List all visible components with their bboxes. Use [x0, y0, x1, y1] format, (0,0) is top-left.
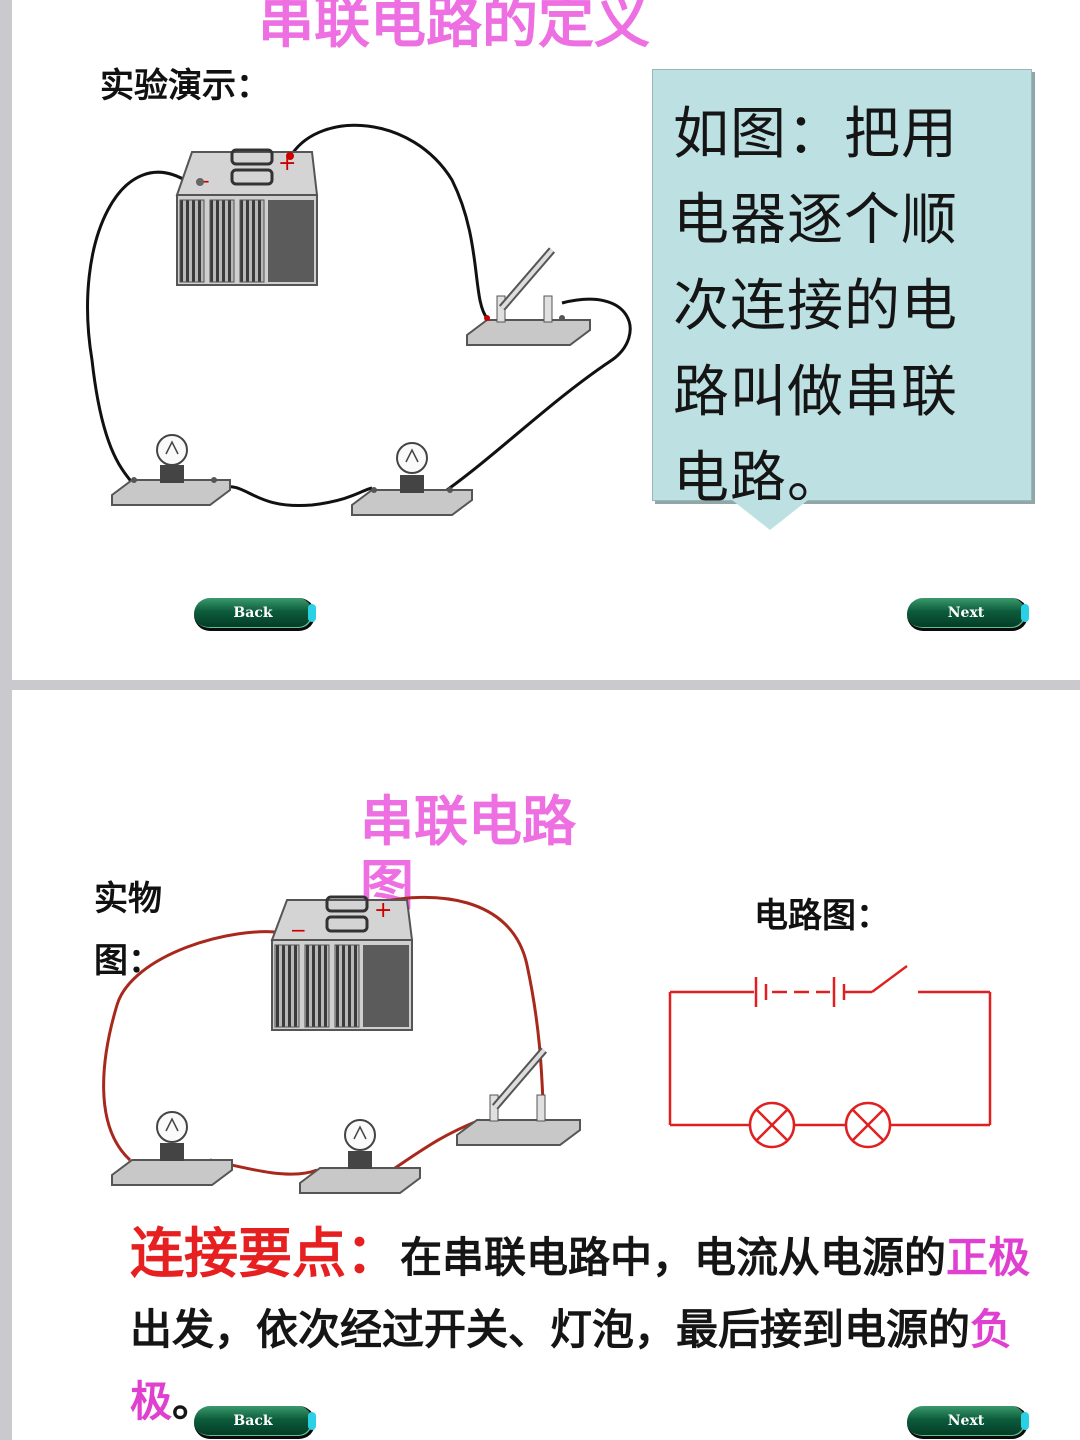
physical-circuit-illustration: − + — [102, 895, 581, 1194]
light-bulb-icon — [351, 442, 473, 516]
label-line-2: 图： — [94, 941, 162, 981]
slide-definition: 串联电路的定义 实验演示： − + — [12, 0, 1080, 680]
wire — [219, 485, 373, 508]
svg-text:−: − — [290, 918, 307, 942]
wire — [376, 895, 546, 1126]
next-button[interactable]: Next — [907, 598, 1029, 631]
back-button[interactable]: Back — [194, 1406, 316, 1439]
lamp-symbol-icon — [844, 1101, 892, 1149]
svg-text:+: + — [374, 898, 392, 923]
switch-icon — [466, 247, 591, 346]
schematic-diagram — [668, 964, 992, 1149]
next-button[interactable]: Next — [907, 1406, 1029, 1439]
callout-text: 如图：把用电器逐个顺次连接的电路叫做串联电路。 — [673, 102, 958, 511]
slide-series-circuit-diagram: 串联电路 图 实物 图： 电路图： − + — [12, 690, 1080, 1440]
wire — [86, 170, 189, 486]
back-button[interactable]: Back — [194, 598, 316, 631]
switch-symbol — [871, 964, 908, 994]
key-points-text-2: 出发，依次经过开关、灯泡，最后接到电源的 — [130, 1305, 971, 1354]
battery-icon: − + — [175, 148, 319, 286]
wire — [290, 123, 489, 319]
wire — [446, 297, 632, 492]
circuit-illustration: − + — [86, 123, 632, 516]
key-points-label: 连接要点： — [130, 1222, 400, 1285]
demo-label: 实验演示： — [100, 66, 270, 106]
light-bulb-icon — [299, 1119, 421, 1194]
wire — [391, 1118, 481, 1172]
title-line-1: 串联电路 — [360, 790, 576, 853]
light-bulb-icon — [111, 1111, 233, 1186]
label-line-1: 实物 — [94, 879, 162, 919]
light-bulb-icon — [111, 434, 231, 506]
slide-title: 串联电路的定义 — [258, 0, 650, 56]
key-points-paragraph: 连接要点：在串联电路中，电流从电源的正极出发，依次经过开关、灯泡，最后接到电源的… — [130, 1218, 1040, 1438]
schematic-label: 电路图： — [754, 896, 890, 936]
negative-pole-text: 负极 — [130, 1305, 1013, 1426]
switch-icon — [456, 1047, 581, 1146]
positive-pole-text: 正极 — [946, 1233, 1031, 1282]
callout-pointer — [732, 500, 808, 530]
key-points-text-1: 在串联电路中，电流从电源的 — [400, 1233, 947, 1282]
wire — [102, 930, 285, 1162]
battery-icon: − + — [270, 895, 414, 1031]
lamp-symbol-icon — [748, 1101, 796, 1149]
physical-diagram-label: 实物 图： — [94, 868, 162, 992]
definition-callout: 如图：把用电器逐个顺次连接的电路叫做串联电路。 — [652, 69, 1032, 511]
